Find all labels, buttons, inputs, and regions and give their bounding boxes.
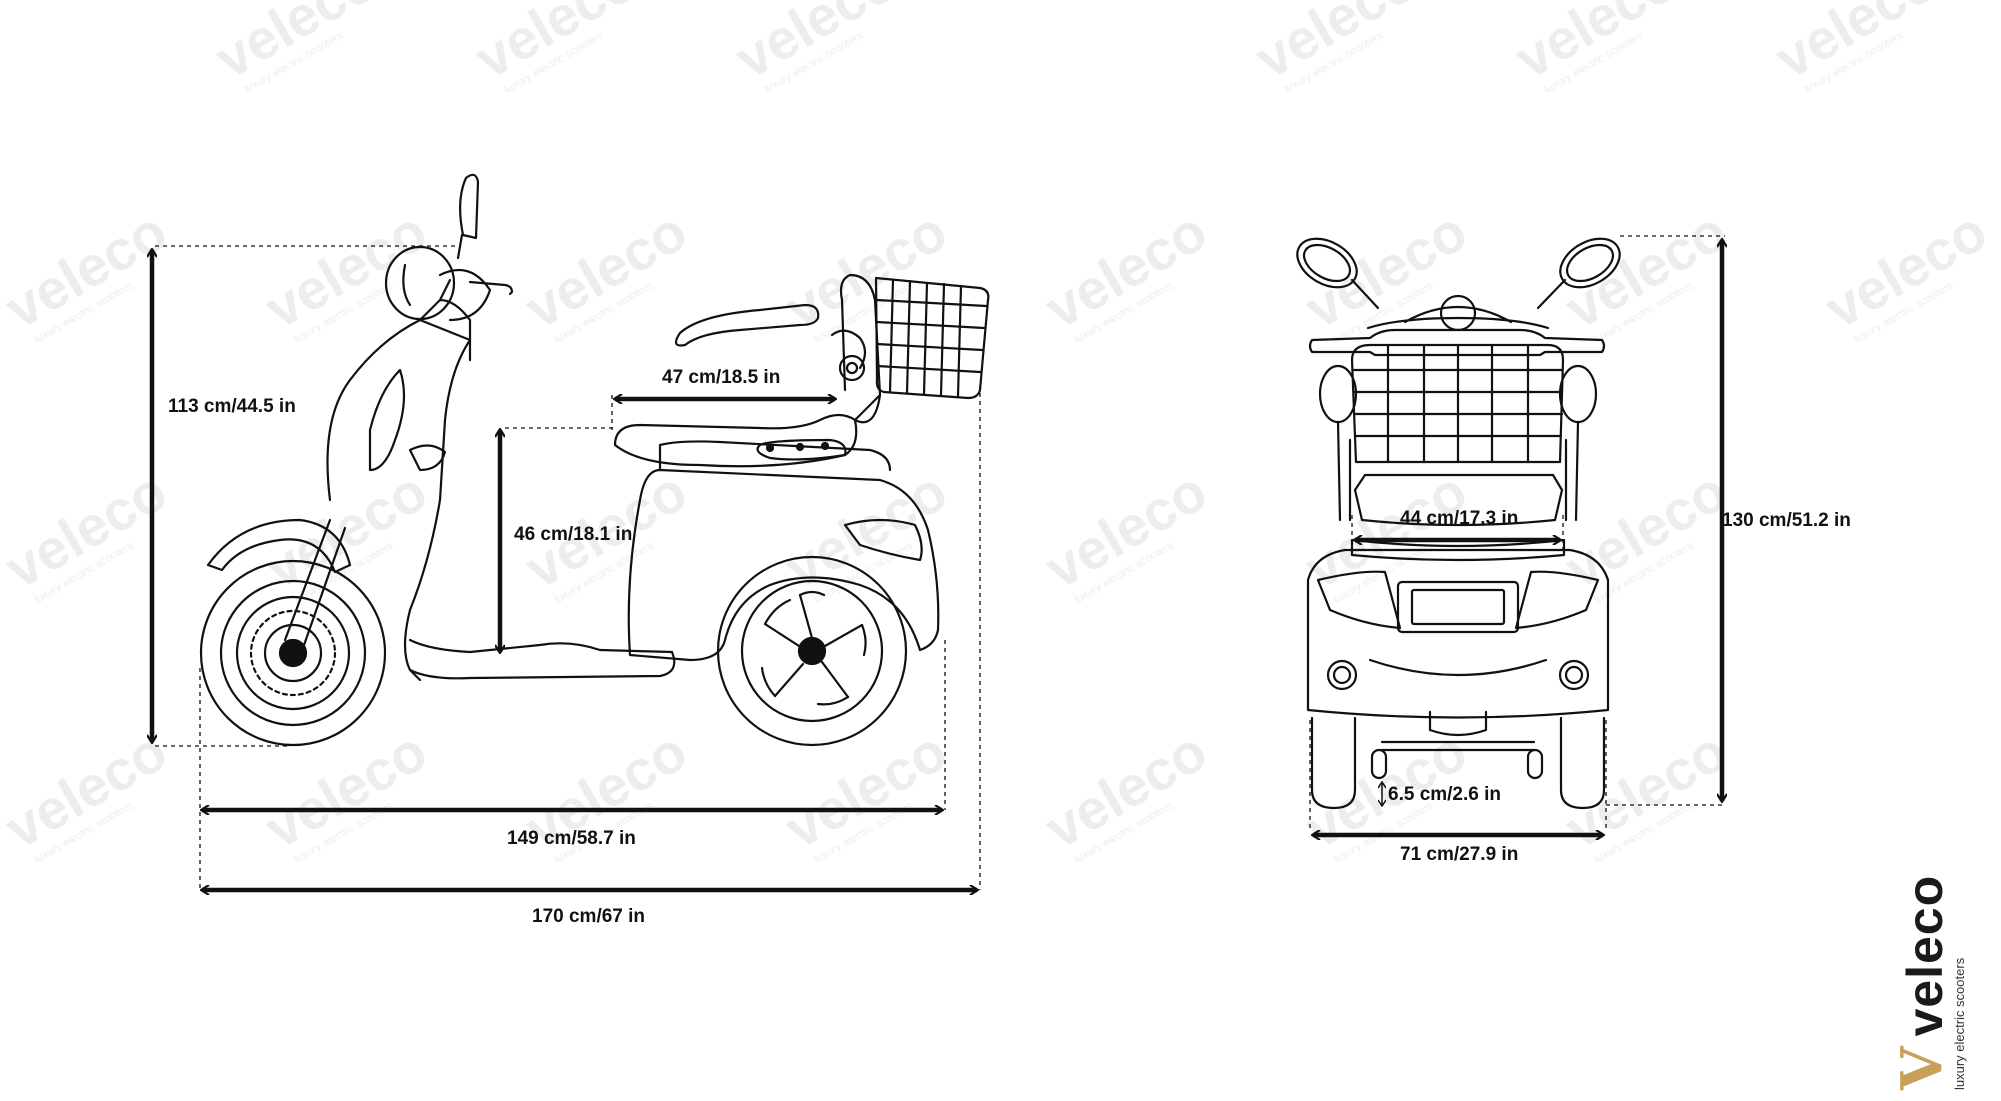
front-handlebar <box>1308 328 1606 357</box>
watermark-word: veleco <box>1765 0 1947 90</box>
front-headlight <box>1439 294 1477 332</box>
watermark-word: veleco <box>1505 0 1687 90</box>
label-seat-length: 47 cm/18.5 in <box>662 367 780 388</box>
side-view <box>199 173 990 747</box>
brand-logo: V veleco luxury electric scooters <box>1889 820 1990 1090</box>
front-fender <box>206 518 352 574</box>
watermark-word: veleco <box>1035 459 1217 601</box>
brand-wordmark: V veleco <box>1889 820 1955 1090</box>
rear-body <box>627 468 940 662</box>
watermark-word: veleco <box>1245 0 1427 90</box>
floorboard <box>408 638 676 680</box>
label-height-total: 113 cm/44.5 in <box>168 396 296 417</box>
label-seat-width: 44 cm/17.3 in <box>1400 508 1518 529</box>
brand-mark-icon: V <box>1889 1046 1955 1090</box>
watermark-word: veleco <box>725 0 907 90</box>
brand-name: veleco <box>1897 874 1953 1037</box>
right-fog-light <box>1558 659 1590 691</box>
front-view <box>1296 237 1621 810</box>
watermark-word: veleco <box>775 719 957 861</box>
watermark-word: veleco <box>1035 199 1217 341</box>
front-left-vent <box>1316 570 1402 630</box>
brand-tagline: luxury electric scooters <box>1952 957 1967 1090</box>
front-basket <box>1350 343 1565 464</box>
side-mirror <box>456 173 480 260</box>
label-length-total: 170 cm/67 in <box>532 906 645 927</box>
front-body <box>326 318 472 682</box>
left-mirror <box>1296 237 1380 310</box>
watermark-word: veleco <box>1035 719 1217 861</box>
headlight <box>384 245 456 321</box>
dimension-lines <box>152 235 1725 890</box>
watermark-word: veleco <box>1815 199 1997 341</box>
backrest <box>839 273 882 422</box>
front-fork <box>283 518 347 650</box>
label-width-total: 71 cm/27.9 in <box>1400 844 1518 865</box>
front-vent <box>368 368 406 472</box>
front-right-wheel <box>1559 716 1606 810</box>
front-footrest <box>1350 538 1566 562</box>
seat-bracket <box>756 438 847 461</box>
watermark-word: veleco <box>465 0 647 90</box>
watermark-word: veleco <box>255 459 437 601</box>
front-seat <box>1353 473 1564 527</box>
front-center-wheel-left <box>1370 748 1388 780</box>
watermark-word: veleco <box>1555 459 1737 601</box>
watermark-word: veleco <box>205 0 387 90</box>
front-wheel <box>199 559 387 747</box>
rear-wheel <box>716 555 908 747</box>
watermark-word: veleco <box>515 199 697 341</box>
front-badge <box>408 444 447 472</box>
rear-light <box>843 518 923 562</box>
label-height-mirrors: 130 cm/51.2 in <box>1722 510 1851 531</box>
left-fog-light <box>1326 659 1358 691</box>
watermark-word: veleco <box>255 199 437 341</box>
watermark-word: veleco <box>1555 199 1737 341</box>
label-ground-clearance: 6.5 cm/2.6 in <box>1388 784 1501 805</box>
license-plate <box>1396 580 1520 634</box>
right-mirror <box>1536 237 1621 310</box>
steering-column <box>418 278 472 362</box>
rear-basket <box>874 276 990 400</box>
right-pod <box>1558 364 1598 424</box>
front-right-vent <box>1514 570 1600 630</box>
watermark-word: veleco <box>1555 719 1737 861</box>
front-center-wheel-right <box>1526 748 1544 780</box>
label-seat-height: 46 cm/18.1 in <box>514 524 632 545</box>
label-wheelbase: 149 cm/58.7 in <box>507 828 636 849</box>
armrest <box>674 303 820 347</box>
left-pod <box>1318 364 1358 424</box>
front-left-wheel <box>1310 716 1357 810</box>
handlebar <box>438 268 514 322</box>
watermark-word: veleco <box>255 719 437 861</box>
front-lower-body <box>1306 548 1610 719</box>
watermark-word: veleco <box>775 199 957 341</box>
seat <box>613 413 858 468</box>
